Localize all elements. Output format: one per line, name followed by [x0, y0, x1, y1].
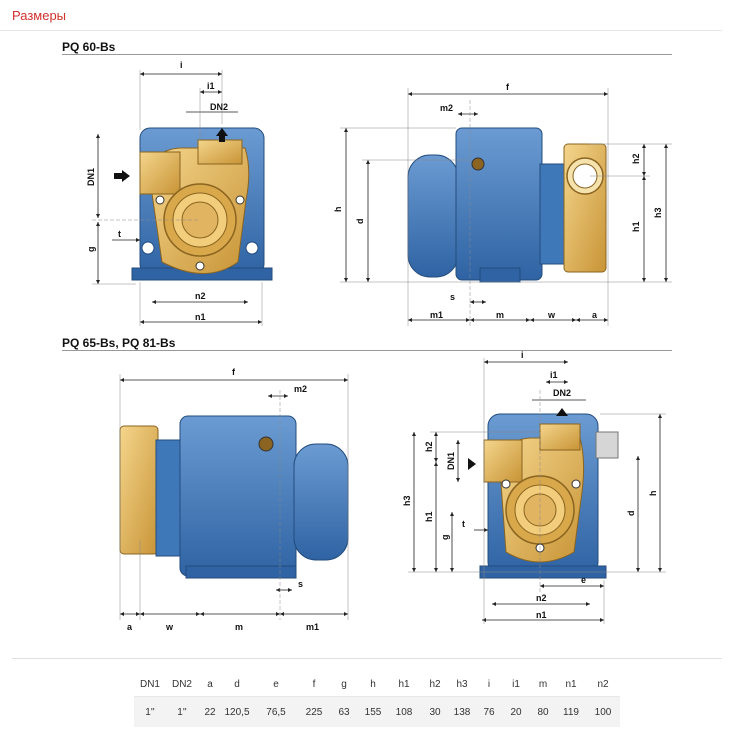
dim-label-h: h: [333, 207, 343, 213]
table-header-cell: f: [312, 678, 316, 690]
dim-label-n1: n1: [195, 312, 206, 322]
dim-label-t-2: t: [462, 519, 465, 529]
dim-label-f-2: f: [232, 367, 236, 377]
dimensions-table: DN1 DN2 a d e f g h h1 h2 h3 i i1 m n1 n…: [134, 672, 620, 727]
dim-label-dn2: DN2: [210, 102, 228, 112]
dim-label-m1: m1: [430, 310, 443, 320]
dim-label-w-2: w: [165, 622, 174, 632]
dim-label-n1-2: n1: [536, 610, 547, 620]
table-cell: 76,5: [252, 696, 300, 727]
dim-label-m-2: m: [235, 622, 243, 632]
dim-label-h2: h2: [631, 153, 641, 164]
table-cell: 22: [198, 696, 222, 727]
table-header-cell: DN1: [139, 678, 160, 690]
pq60-front-labels: i i1 DN2 DN1 g t n2 n1: [86, 60, 228, 322]
table-cell: 63: [328, 696, 360, 727]
dim-label-m1-2: m1: [306, 622, 319, 632]
pump-dimension-drawings: i i1 DN2 DN1 g t n2 n1: [86, 60, 672, 632]
table-divider: [12, 658, 722, 659]
table-header-cell: g: [341, 678, 347, 690]
dim-label-n2: n2: [195, 291, 206, 301]
dim-label-n2-2: n2: [536, 593, 547, 603]
table-cell: 1'': [166, 696, 198, 727]
tab-sizes[interactable]: Размеры: [12, 8, 67, 23]
table-cell: 155: [360, 696, 386, 727]
dim-label-dn1: DN1: [86, 168, 96, 186]
pq65-side-labels: f m2 s a w m m1: [127, 367, 319, 632]
table-cell: 30: [422, 696, 448, 727]
dim-label-i1: i1: [207, 81, 215, 91]
pq60-side-view: [340, 88, 672, 326]
section-title-pq65-81: PQ 65-Bs, PQ 81-Bs: [62, 336, 176, 350]
table-header-cell: h1: [398, 678, 410, 690]
table-cell: 76: [476, 696, 502, 727]
section-rule-pq60: [62, 54, 672, 55]
dim-label-m2-2: m2: [294, 384, 307, 394]
section-rule-pq65-81: [62, 350, 672, 351]
dim-label-t: t: [118, 229, 121, 239]
pq65-side-view: [119, 374, 349, 620]
table-header-cell: n1: [565, 678, 577, 690]
dim-label-d: d: [355, 219, 365, 225]
table-header-cell: n2: [597, 678, 609, 690]
table-header-cell: m: [538, 678, 548, 690]
table-cell: 120,5: [222, 696, 252, 727]
dim-label-w: w: [547, 310, 556, 320]
table-header-cell: i1: [512, 678, 520, 690]
table-cell: 1'': [134, 696, 166, 727]
table-header-cell: i: [487, 678, 491, 690]
table-header-cell: a: [207, 678, 213, 690]
dim-label-dn1-2: DN1: [446, 452, 456, 470]
dim-label-i: i: [180, 60, 183, 70]
table-row: 1'' 1'' 22 120,5 76,5 225 63 155 108 30 …: [134, 696, 620, 727]
dim-label-s-2: s: [298, 579, 303, 589]
dim-label-f: f: [506, 82, 510, 92]
dim-label-s: s: [450, 292, 455, 302]
dim-label-h1-2: h1: [424, 511, 434, 522]
table-cell: 108: [386, 696, 422, 727]
table-cell: 225: [300, 696, 328, 727]
tab-divider: [0, 30, 722, 31]
dim-label-h1: h1: [631, 221, 641, 232]
dim-label-g-2: g: [440, 535, 450, 541]
dim-label-h-2: h: [648, 491, 658, 497]
dim-label-dn2-2: DN2: [553, 388, 571, 398]
dim-label-h3-2: h3: [402, 495, 412, 506]
table-header-cell: h2: [429, 678, 441, 690]
dim-label-h2-2: h2: [424, 441, 434, 452]
table-header-cell: e: [273, 678, 279, 690]
table-cell: 80: [530, 696, 556, 727]
pq65-front-labels: i i1 DN2 h3 h2 h1 DN1 g t d h e n2 n1: [402, 350, 658, 620]
dim-label-m2: m2: [440, 103, 453, 113]
table-cell: 20: [502, 696, 530, 727]
table-cell: 138: [448, 696, 476, 727]
table-header-cell: d: [234, 678, 240, 690]
dim-label-i1-2: i1: [550, 370, 558, 380]
pq60-front-view: [92, 70, 273, 326]
pq60-side-labels: f m2 h d h2 h1 h3 s m1 m w a: [333, 82, 663, 320]
dim-label-a-2: a: [127, 622, 133, 632]
table-header-cell: h3: [456, 678, 468, 690]
table-header-cell: DN2: [171, 678, 192, 690]
dim-label-a: a: [592, 310, 598, 320]
dim-label-g: g: [86, 247, 96, 253]
dim-label-m: m: [496, 310, 504, 320]
table-cell: 100: [586, 696, 620, 727]
table-cell: 119: [556, 696, 586, 727]
pq65-front-view: [408, 358, 666, 624]
section-title-pq60: PQ 60-Bs: [62, 40, 116, 54]
dim-label-e: e: [581, 575, 586, 585]
dim-label-i-2: i: [521, 350, 524, 360]
dim-label-h3: h3: [653, 207, 663, 218]
table-header-row: DN1 DN2 a d e f g h h1 h2 h3 i i1 m n1 n…: [134, 672, 620, 697]
table-header-cell: h: [370, 678, 376, 690]
dim-label-d-2: d: [626, 511, 636, 517]
